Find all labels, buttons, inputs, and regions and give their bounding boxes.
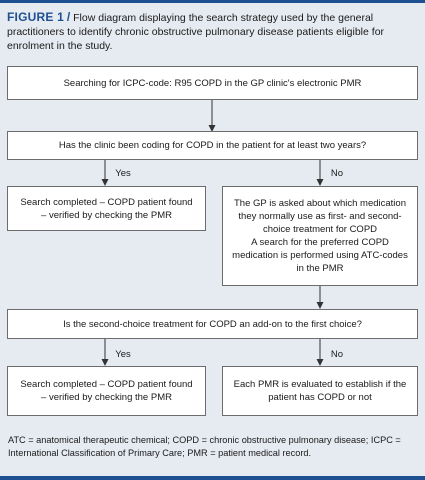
decision2-box: Is the second-choice treatment for COPD …	[7, 309, 418, 339]
top-rule	[0, 0, 425, 3]
decision1-text: Has the clinic been coding for COPD in t…	[58, 140, 367, 151]
figure-caption-text: Flow diagram displaying the search strat…	[7, 12, 385, 52]
step1-box: Searching for ICPC-code: R95 COPD in the…	[7, 66, 418, 100]
yes2-result-box: Search completed – COPD patient found – …	[7, 366, 206, 416]
step1-text: Searching for ICPC-code: R95 COPD in the…	[63, 77, 362, 89]
figure-label: FIGURE 1	[7, 10, 64, 24]
yes2-result-text: Search completed – COPD patient found – …	[20, 379, 193, 403]
yes1-result-box: Search completed – COPD patient found – …	[7, 186, 206, 231]
yes1-result-text: Search completed – COPD patient found – …	[20, 196, 193, 221]
decision2-no-label: No	[330, 349, 344, 360]
decision2-text: Is the second-choice treatment for COPD …	[63, 318, 362, 330]
decision2-yes-label: Yes	[115, 349, 131, 360]
figure-separator: /	[66, 10, 71, 24]
decision1-no-label: No	[330, 168, 344, 179]
footnote: ATC = anatomical therapeutic chemical; C…	[8, 435, 401, 458]
no2-result-text: Each PMR is evaluated to establish if th…	[233, 379, 407, 403]
figure-caption: FIGURE 1 / Flow diagram displaying the s…	[7, 10, 419, 53]
no1-line1: The GP is asked about which medication t…	[234, 198, 406, 235]
decision1-yes-label: Yes	[115, 168, 131, 179]
no1-box: The GP is asked about which medication t…	[222, 186, 418, 286]
bottom-rule	[0, 476, 425, 480]
no1-line2: A search for the preferred COPD medicati…	[232, 237, 408, 274]
no2-result-box: Each PMR is evaluated to establish if th…	[222, 366, 418, 416]
decision1-box: Has the clinic been coding for COPD in t…	[7, 131, 418, 160]
